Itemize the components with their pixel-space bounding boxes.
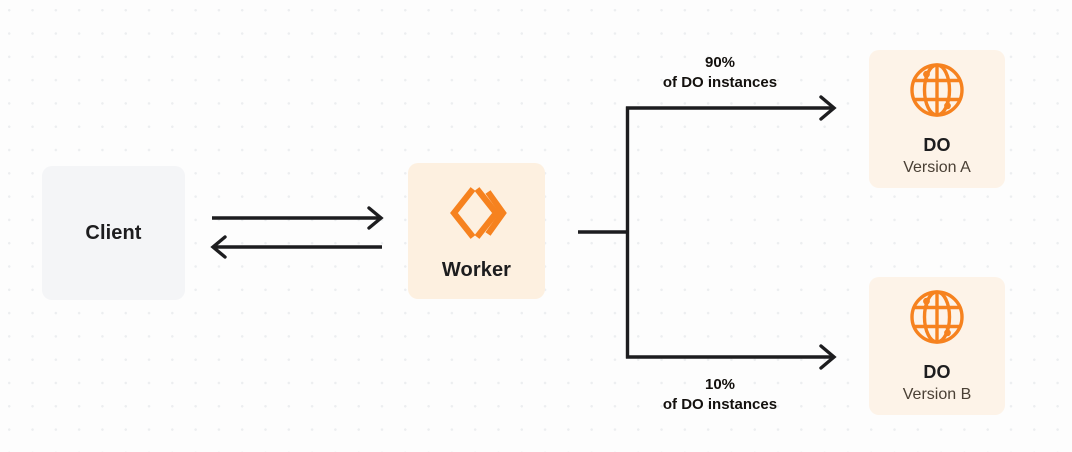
node-do-version-b[interactable]: DO Version B [869, 277, 1005, 415]
arrow-right-icon [819, 95, 837, 121]
edge-label-do-b: 10% of DO instances [628, 375, 812, 416]
do-b-title: DO [923, 361, 951, 382]
edge-worker-to-do-b [626, 344, 837, 370]
edge-worker-branch-trunk [578, 106, 630, 359]
edge-label-do-b-percent: 10% [704, 376, 736, 393]
edge-label-do-a: 90% of DO instances [628, 53, 812, 94]
edge-label-do-b-description: of DO instances [662, 396, 778, 414]
client-label: Client [85, 221, 142, 244]
do-a-subtitle: Version A [903, 159, 971, 177]
do-a-title: DO [923, 134, 951, 155]
do-b-subtitle: Version B [902, 386, 972, 404]
node-client[interactable]: Client [42, 166, 185, 300]
edge-label-do-a-description: of DO instances [662, 74, 778, 92]
node-worker[interactable]: Worker [408, 163, 545, 299]
edge-label-do-a-percent: 90% [704, 54, 736, 71]
worker-chevrons-icon [446, 182, 508, 249]
arrow-right-icon [367, 206, 384, 230]
globe-icon [908, 61, 966, 124]
globe-icon [908, 288, 966, 351]
edge-client-to-worker [212, 206, 384, 230]
worker-label: Worker [441, 259, 512, 281]
arrow-right-icon [819, 344, 837, 370]
arrow-left-icon [210, 235, 227, 259]
edge-worker-to-client [210, 235, 382, 259]
edge-worker-to-do-a [626, 95, 837, 121]
node-do-version-a[interactable]: DO Version A [869, 50, 1005, 188]
